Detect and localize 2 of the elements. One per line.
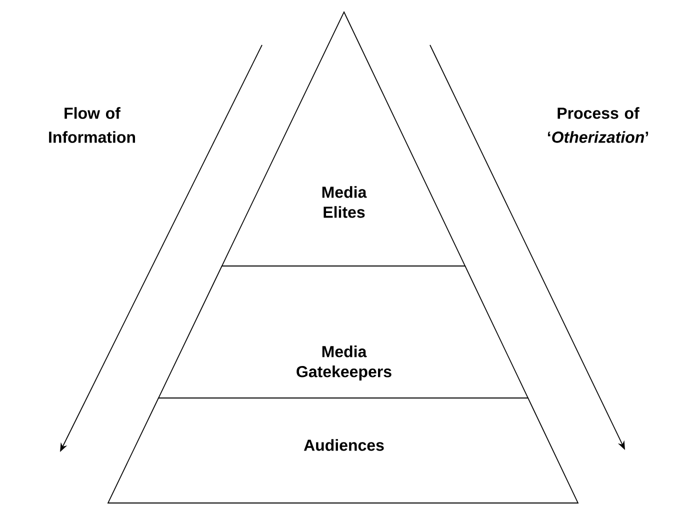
side-label: Flow of Information (49, 107, 135, 143)
side-label: Process of ‘Otherization’ (548, 107, 648, 143)
